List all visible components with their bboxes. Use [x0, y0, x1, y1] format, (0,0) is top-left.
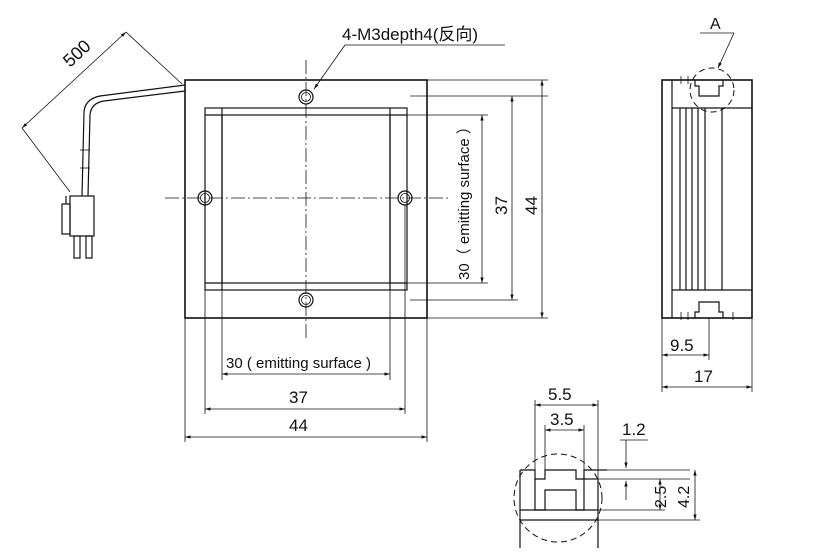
- top-groove: [694, 80, 724, 97]
- connector: [61, 195, 95, 259]
- width-outer-label: 44: [289, 416, 308, 435]
- detail-lip-label: 1.2: [622, 420, 646, 439]
- detail-ref-label: A: [710, 16, 721, 33]
- width-inner-label: 37: [289, 388, 308, 407]
- bottom-groove: [694, 301, 724, 318]
- detail-a-leader: [717, 32, 735, 69]
- side-view: A 9.5 17: [661, 16, 753, 392]
- front-outer-body: [184, 79, 428, 319]
- height-outer-label: 44: [522, 196, 541, 215]
- detail-profile: [520, 469, 607, 480]
- emit-horizontal-label: 30 ( emitting surface ): [226, 355, 371, 372]
- detail-height-outer-label: 4.2: [676, 486, 693, 508]
- hole-leader: [313, 44, 346, 90]
- detail-width-outer-label: 5.5: [548, 385, 572, 404]
- emit-vertical-label: 30（ emitting surface ）: [456, 119, 473, 280]
- mount-hole-right: [397, 190, 413, 206]
- side-body: [661, 79, 753, 319]
- detail-a-view: 5.5 3.5 1.2 2.5 4.2: [513, 385, 700, 548]
- hole-spec-label: 4-M3depth4(反向): [342, 25, 478, 44]
- mount-hole-bottom: [298, 292, 314, 308]
- detail-height-inner-label: 2.5: [653, 486, 670, 508]
- cable: [80, 84, 186, 197]
- front-view: 4-M3depth4(反向) 500 30（ emitting surf: [21, 25, 548, 442]
- detail-circle: [513, 453, 603, 543]
- cable-dim-line: [21, 31, 127, 129]
- detail-a-circle: [689, 67, 735, 113]
- height-inner-label: 37: [492, 196, 511, 215]
- side-depth-label: 17: [694, 367, 713, 386]
- detail-width-inner-label: 3.5: [550, 410, 574, 429]
- mount-hole-top: [298, 89, 314, 105]
- groove-offset-label: 9.5: [670, 336, 694, 355]
